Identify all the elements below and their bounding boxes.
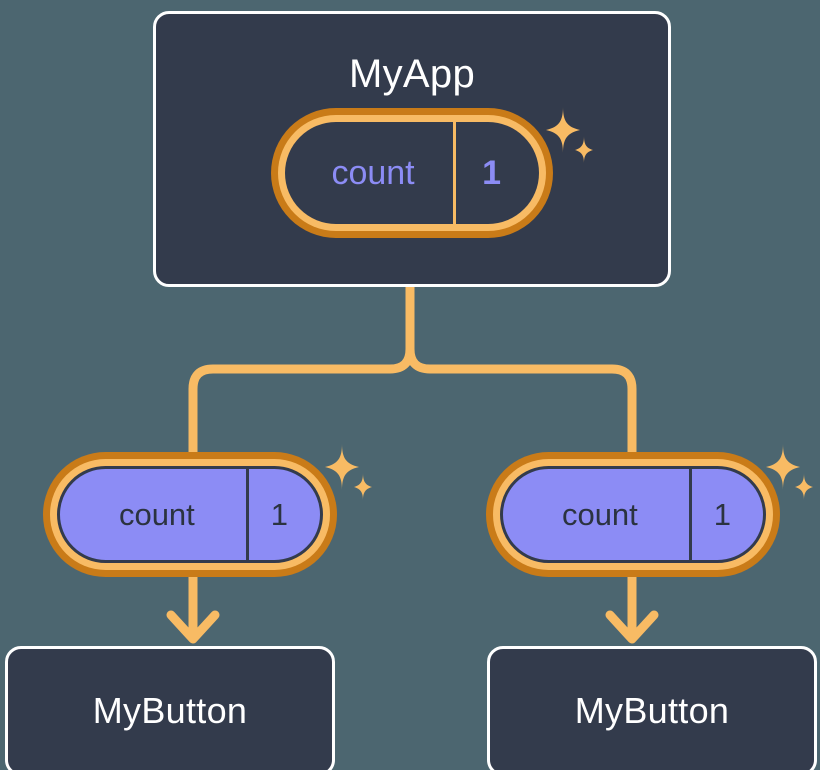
connector-trunk: [188, 282, 415, 457]
state-pill-left[interactable]: count 1: [43, 452, 337, 577]
state-pill-face: count 1: [500, 466, 766, 563]
component-title: MyButton: [574, 690, 730, 731]
state-key: count: [561, 496, 638, 532]
state-value: 1: [453, 122, 539, 224]
state-value: 1: [245, 469, 320, 560]
state-key: count: [331, 153, 415, 192]
state-pill-right[interactable]: count 1: [486, 452, 780, 577]
state-value: 1: [688, 469, 763, 560]
component-title: MyApp: [349, 52, 475, 96]
component-node-mybutton-right[interactable]: MyButton: [487, 646, 817, 770]
arrow-head-right: [605, 610, 659, 644]
arrow-head-left: [166, 610, 220, 644]
component-title: MyButton: [92, 690, 248, 731]
state-pill-myapp[interactable]: count 1: [271, 108, 553, 238]
connector-branch-right: [405, 344, 637, 457]
state-pill-inner-ring: count 1: [493, 459, 773, 570]
state-key: count: [118, 496, 195, 532]
state-pill-inner-ring: count 1: [278, 115, 546, 231]
state-pill-face: count 1: [285, 122, 539, 224]
state-pill-face: count 1: [57, 466, 323, 563]
state-pill-inner-ring: count 1: [50, 459, 330, 570]
component-node-mybutton-left[interactable]: MyButton: [5, 646, 335, 770]
